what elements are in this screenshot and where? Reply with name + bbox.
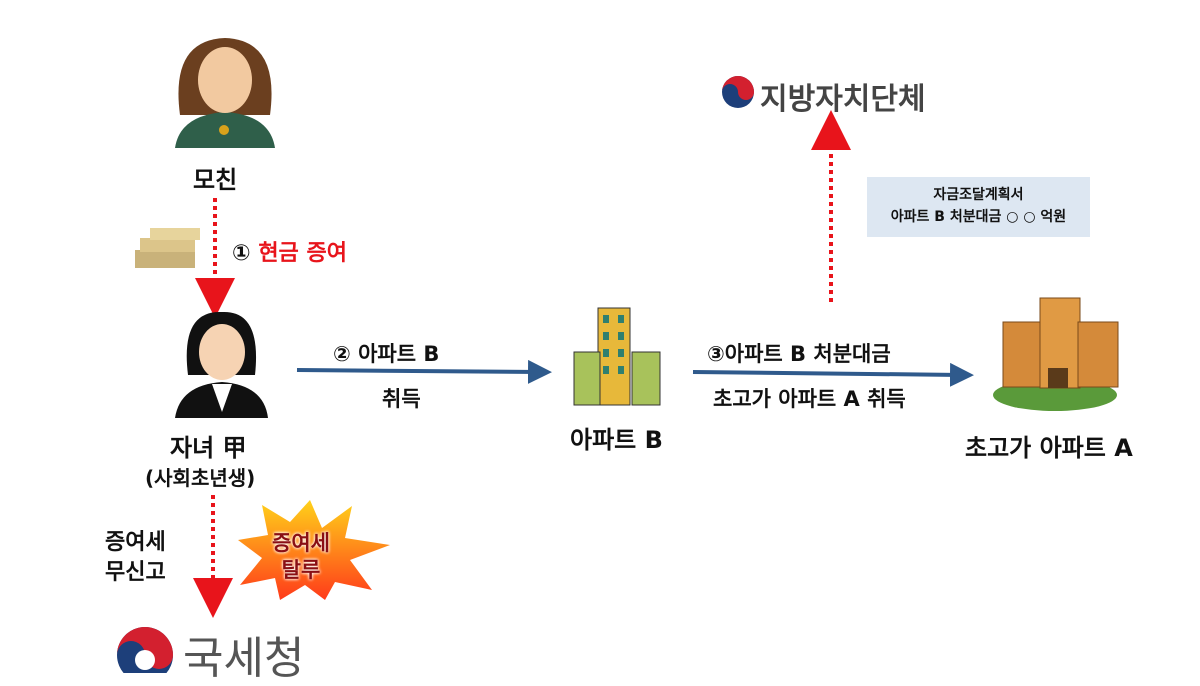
burst-line2: 탈루 [281, 558, 321, 582]
child-label: 자녀 甲 [170, 434, 247, 462]
nts-label: 국세청 [183, 633, 305, 684]
unreported-line2: 무신고 [105, 560, 166, 585]
step3-bottom: 초고가 아파트 A 취득 [713, 387, 906, 411]
funding-plan-box: 자금조달계획서 아파트 B 처분대금 ○ ○ 억원 [867, 177, 1090, 237]
mother-label: 모친 [193, 166, 238, 194]
step2-top: ② 아파트 B [333, 342, 440, 366]
apartment-a-label: 초고가 아파트 A [965, 434, 1133, 462]
local-gov-emblem-icon [722, 76, 754, 108]
funding-plan-title: 자금조달계획서 [933, 187, 1024, 203]
step1-text: 현금 증여 [258, 241, 347, 266]
unreported-line1: 증여세 [105, 530, 166, 555]
daughter-icon [175, 311, 268, 418]
mother-icon [175, 38, 275, 148]
funding-plan-line: 아파트 B 처분대금 ○ ○ 억원 [890, 209, 1067, 225]
local-gov-label: 지방자치단체 [760, 82, 926, 117]
burst-line1: 증여세 [272, 531, 330, 555]
step1-label: ① 현금 증여 [232, 235, 347, 267]
child-sublabel: (사회초년생) [145, 466, 256, 490]
arrow-acquire-a [692, 362, 974, 387]
apartment-b-icon [573, 307, 661, 406]
step2-bottom: 취득 [382, 387, 421, 411]
cash-bundle-icon [135, 228, 200, 268]
arrow-acquire-b [296, 359, 552, 384]
step3-top: ③아파트 B 처분대금 [707, 342, 891, 366]
apartment-a-icon [993, 297, 1119, 411]
starburst-icon [238, 500, 390, 600]
nts-emblem-icon [117, 627, 173, 673]
apartment-b-label: 아파트 B [570, 426, 663, 454]
step1-number: ① [232, 241, 251, 266]
